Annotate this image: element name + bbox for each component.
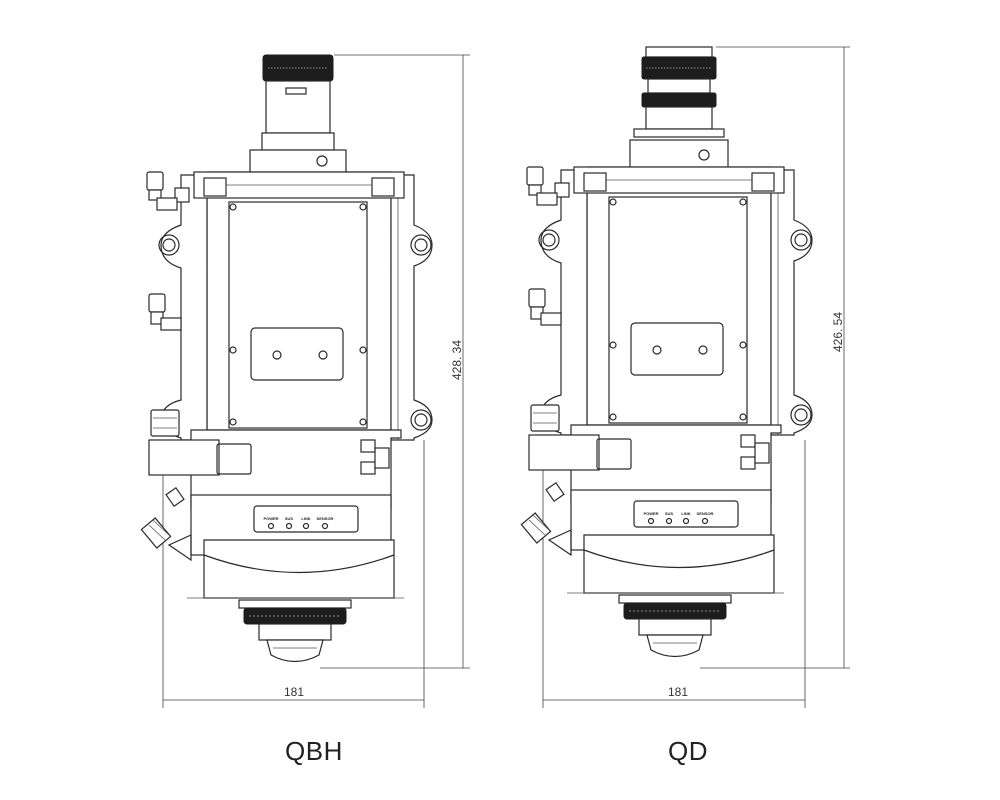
- qd-indicator-panel: POWER SUS LINK SENSOR: [643, 511, 714, 525]
- indicator-label: POWER: [263, 516, 278, 521]
- indicator-label: POWER: [643, 511, 658, 516]
- qbh-width-dimension: 181: [284, 685, 304, 699]
- qd-connector: [629, 46, 729, 171]
- qbh-connector: [249, 54, 347, 175]
- indicator-label: LINK: [681, 511, 690, 516]
- qbh-drawing: [140, 54, 470, 708]
- indicator-label: LINK: [301, 516, 310, 521]
- indicator-label: SUS: [285, 516, 294, 521]
- indicator-led: [665, 517, 673, 525]
- indicator-led: [647, 517, 655, 525]
- indicator-label: SUS: [665, 511, 674, 516]
- qbh-indicator-panel: POWER SUS LINK SENSOR: [263, 516, 334, 530]
- qbh-caption: QBH: [285, 736, 343, 766]
- indicator-led: [285, 522, 293, 530]
- qbh-height-dimension: 428. 34: [450, 340, 464, 380]
- indicator-led: [267, 522, 275, 530]
- indicator-led: [682, 517, 690, 525]
- qd-drawing: [520, 46, 850, 708]
- qd-width-dimension: 181: [668, 685, 688, 699]
- indicator-label: SENSOR: [697, 511, 714, 516]
- qd-height-dimension: 426. 54: [831, 312, 845, 352]
- indicator-led: [701, 517, 709, 525]
- indicator-led: [321, 522, 329, 530]
- indicator-led: [302, 522, 310, 530]
- indicator-label: SENSOR: [317, 516, 334, 521]
- qd-caption: QD: [668, 736, 708, 766]
